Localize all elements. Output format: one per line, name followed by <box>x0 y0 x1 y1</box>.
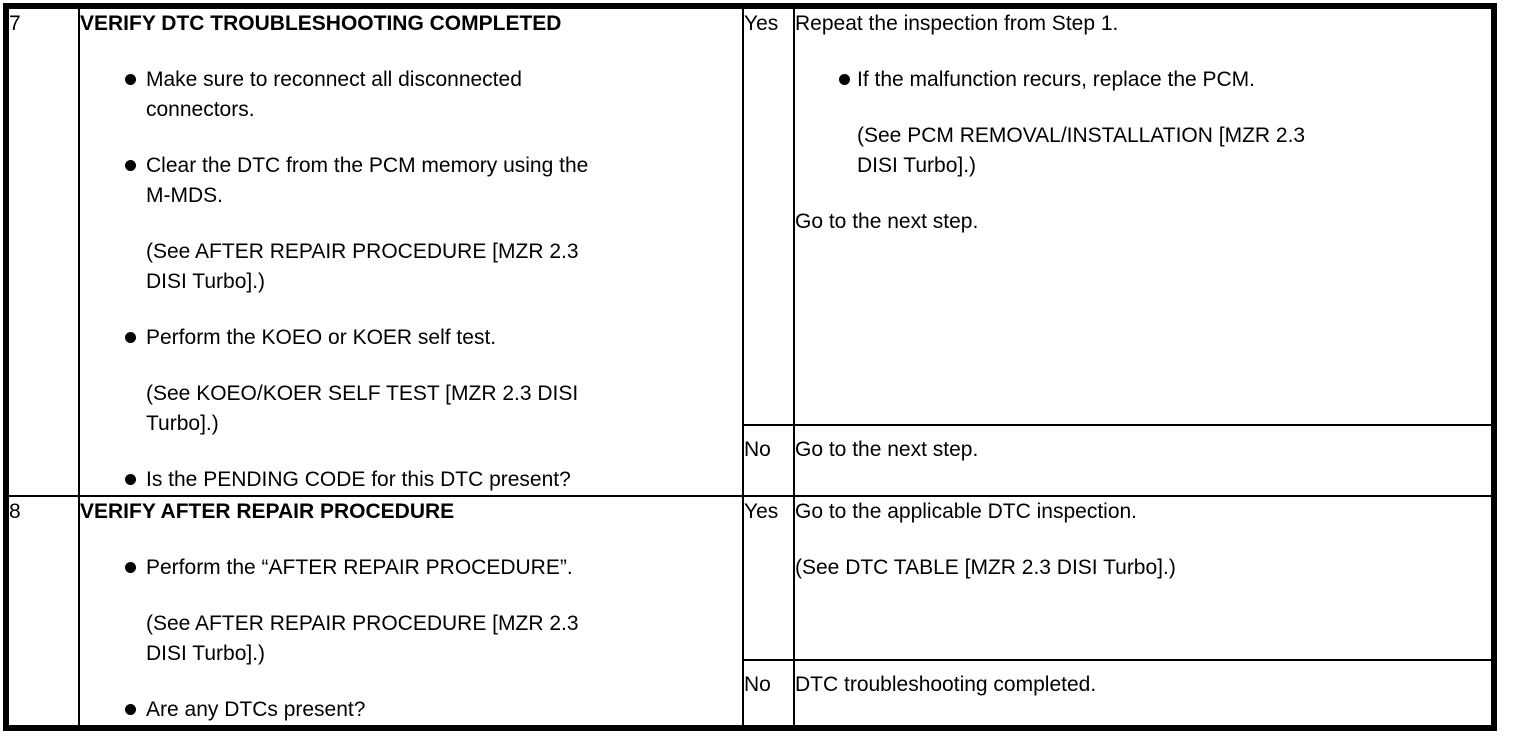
bullet-icon <box>839 74 850 85</box>
action-item-text: Make sure to reconnect all disconnected … <box>146 68 522 121</box>
bullet-icon <box>125 74 136 85</box>
no-label: No <box>744 438 771 461</box>
result-text: Go to the next step. <box>795 210 979 233</box>
see-reference: (See AFTER REPAIR PROCEDURE [MZR 2.3 DIS… <box>146 612 579 665</box>
step-number-cell: 7 <box>5 5 80 497</box>
bullet-icon <box>125 332 136 343</box>
no-label-cell: No <box>742 659 795 729</box>
result-text: Go to the next step. <box>795 438 979 461</box>
result-item-text: If the malfunction recurs, replace the P… <box>857 68 1256 91</box>
yes-result-cell: Repeat the inspection from Step 1. If th… <box>793 5 1495 426</box>
yes-label-cell: Yes <box>742 5 795 426</box>
yes-label-cell: Yes <box>742 495 795 661</box>
see-reference: (See PCM REMOVAL/INSTALLATION [MZR 2.3 D… <box>857 124 1306 177</box>
action-item: Is the PENDING CODE for this DTC present… <box>80 465 742 495</box>
action-item: Make sure to reconnect all disconnected … <box>80 65 742 125</box>
action-item: Perform the KOEO or KOER self test. <box>80 323 742 353</box>
diagnostic-table: 7 VERIFY DTC TROUBLESHOOTING COMPLETED M… <box>3 3 1497 731</box>
no-label: No <box>744 673 771 696</box>
see-reference: (See KOEO/KOER SELF TEST [MZR 2.3 DISI T… <box>146 382 579 435</box>
yes-label: Yes <box>744 12 779 35</box>
bullet-icon <box>125 562 136 573</box>
action-item-text: Is the PENDING CODE for this DTC present… <box>146 468 571 491</box>
action-item-text: Clear the DTC from the PCM memory using … <box>146 154 589 207</box>
step-number-cell: 8 <box>5 495 80 729</box>
table-row: 7 VERIFY DTC TROUBLESHOOTING COMPLETED M… <box>5 5 1495 497</box>
result-text: DTC troubleshooting completed. <box>795 673 1097 696</box>
bullet-icon <box>125 160 136 171</box>
action-item-text: Perform the KOEO or KOER self test. <box>146 326 497 349</box>
no-label-cell: No <box>742 424 795 497</box>
action-item: Clear the DTC from the PCM memory using … <box>80 151 742 211</box>
action-cell: VERIFY DTC TROUBLESHOOTING COMPLETED Mak… <box>78 5 744 497</box>
yes-result-cell: Go to the applicable DTC inspection. (Se… <box>793 495 1495 661</box>
see-reference: (See AFTER REPAIR PROCEDURE [MZR 2.3 DIS… <box>146 240 579 293</box>
result-text: Go to the applicable DTC inspection. <box>795 500 1138 523</box>
step-number: 7 <box>9 12 21 35</box>
procedure-title: VERIFY AFTER REPAIR PROCEDURE <box>80 500 455 523</box>
see-reference: (See DTC TABLE [MZR 2.3 DISI Turbo].) <box>795 556 1176 579</box>
bullet-icon <box>125 474 136 485</box>
no-result-cell: DTC troubleshooting completed. <box>793 659 1495 729</box>
bullet-icon <box>125 704 136 715</box>
table-row: 8 VERIFY AFTER REPAIR PROCEDURE Perform … <box>5 495 1495 729</box>
no-result-cell: Go to the next step. <box>793 424 1495 497</box>
action-item-text: Perform the “AFTER REPAIR PROCEDURE”. <box>146 556 573 579</box>
action-item: Are any DTCs present? <box>80 695 742 725</box>
step-number: 8 <box>9 500 21 523</box>
action-item: Perform the “AFTER REPAIR PROCEDURE”. <box>80 553 742 583</box>
action-item-text: Are any DTCs present? <box>146 698 366 721</box>
procedure-title: VERIFY DTC TROUBLESHOOTING COMPLETED <box>80 12 562 35</box>
yes-label: Yes <box>744 500 779 523</box>
result-text: Repeat the inspection from Step 1. <box>795 12 1119 35</box>
result-item: If the malfunction recurs, replace the P… <box>795 65 1491 95</box>
table-row: No Go to the next step. <box>6 424 1495 497</box>
table-row: No DTC troubleshooting completed. <box>6 659 1495 729</box>
action-cell: VERIFY AFTER REPAIR PROCEDURE Perform th… <box>78 495 744 729</box>
